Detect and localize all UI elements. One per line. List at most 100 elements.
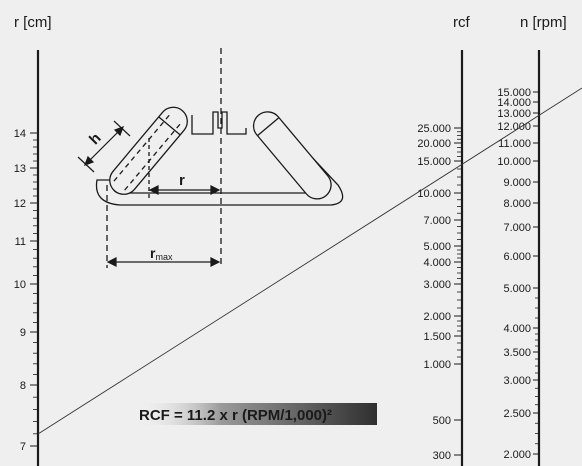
rcf-tick: 500 <box>433 415 462 427</box>
r-tick: 11 <box>15 236 38 248</box>
rcf-tick-label: 3.000 <box>423 279 451 291</box>
r-tick-label: 11 <box>15 236 26 248</box>
h-arrow-top <box>113 125 125 137</box>
rcf-axis-minor-ticks <box>457 131 462 358</box>
rmax-label-main: r <box>150 245 156 261</box>
h-dimension-line <box>85 127 123 165</box>
r-tick: 7 <box>20 441 38 453</box>
rcf-tick: 15.000 <box>417 156 462 168</box>
rcf-tick-label: 300 <box>433 450 451 462</box>
n-tick-label: 10.000 <box>497 156 531 168</box>
rcf-tick: 25.000 <box>417 123 462 135</box>
rcf-tick: 1.500 <box>423 331 462 343</box>
r-label: r <box>179 172 185 189</box>
rcf-tick-label: 25.000 <box>417 123 451 135</box>
n-tick: 8.000 <box>503 198 539 210</box>
n-tick: 9.000 <box>503 177 539 189</box>
right-tube <box>252 111 332 200</box>
rcf-tick: 1.000 <box>423 359 462 371</box>
rmax-arrow-right <box>210 257 221 267</box>
n-tick-label: 9.000 <box>503 177 531 189</box>
n-tick-label: 5.000 <box>503 283 531 295</box>
rcf-tick: 10.000 <box>417 188 462 200</box>
r-axis-minor-ticks <box>33 139 38 435</box>
rcf-tick-label: 5.000 <box>423 241 451 253</box>
n-tick-label: 3.500 <box>503 347 531 359</box>
n-tick: 2.500 <box>503 408 539 420</box>
rotor-hub <box>191 111 247 135</box>
formula-box <box>137 403 377 425</box>
r-axis-header: r [cm] <box>14 14 52 31</box>
n-tick: 13.000 <box>497 108 539 120</box>
n-axis-minor-ticks <box>535 297 539 445</box>
n-tick-label: 12.000 <box>497 121 531 133</box>
r-arrow-right <box>210 185 221 195</box>
left-tube <box>109 106 188 195</box>
rcf-tick-label: 4.000 <box>423 257 451 269</box>
dimension-arrows <box>77 120 221 267</box>
formula-text: RCF = 11.2 x r (RPM/1,000)² <box>139 407 332 424</box>
r-tick-label: 8 <box>20 380 26 392</box>
n-tick: 3.500 <box>503 347 539 359</box>
r-axis-ticks: 14 13 12 11 10 9 8 7 <box>14 128 38 453</box>
rcf-tick: 2.000 <box>423 311 462 323</box>
rcf-tick-label: 7.000 <box>423 215 451 227</box>
r-tick: 8 <box>20 380 38 392</box>
n-tick-label: 8.000 <box>503 198 531 210</box>
n-axis-ticks: 15.000 14.000 13.000 12.000 11.000 10.00… <box>497 87 539 461</box>
n-tick: 2.000 <box>503 449 539 461</box>
n-tick: 7.000 <box>503 222 539 234</box>
r-tick: 14 <box>14 128 38 140</box>
rcf-tick: 20.000 <box>417 138 462 150</box>
rcf-axis-ticks: 25.000 20.000 15.000 10.000 7.000 5.000 … <box>417 123 462 462</box>
r-tick-label: 14 <box>14 128 26 140</box>
n-tick: 4.000 <box>503 323 539 335</box>
r-tick: 13 <box>14 163 38 175</box>
rcf-tick-label: 20.000 <box>417 138 451 150</box>
n-tick-label: 2.500 <box>503 408 531 420</box>
rcf-tick-label: 2.000 <box>423 311 451 323</box>
rcf-tick: 300 <box>433 450 462 462</box>
h-arrow-bottom <box>83 155 95 167</box>
n-tick: 14.000 <box>497 97 539 109</box>
rmax-label: rmax <box>150 245 173 262</box>
n-tick-label: 7.000 <box>503 222 531 234</box>
rcf-tick-label: 10.000 <box>417 188 451 200</box>
rcf-tick-label: 1.500 <box>423 331 451 343</box>
n-tick: 11.000 <box>498 138 539 150</box>
reading-line <box>37 87 582 435</box>
rmax-label-sub: max <box>155 252 173 262</box>
rcf-tick-label: 1.000 <box>423 359 451 371</box>
h-label: h <box>86 130 105 149</box>
r-tick-label: 7 <box>20 441 26 453</box>
rotor-diagram <box>95 48 344 268</box>
n-tick-label: 14.000 <box>497 97 531 109</box>
n-axis-header: n [rpm] <box>520 14 567 31</box>
n-tick-label: 13.000 <box>497 108 531 120</box>
n-tick: 5.000 <box>503 283 539 295</box>
n-tick: 15.000 <box>497 87 539 99</box>
r-tick: 9 <box>20 327 38 339</box>
r-tick-label: 13 <box>14 163 26 175</box>
n-tick-label: 11.000 <box>498 138 531 150</box>
n-tick: 6.000 <box>503 251 539 263</box>
n-tick: 10.000 <box>497 156 539 168</box>
n-tick-label: 2.000 <box>503 449 531 461</box>
n-tick-label: 6.000 <box>503 251 531 263</box>
r-tick: 10 <box>14 279 38 291</box>
rcf-tick-label: 500 <box>433 415 451 427</box>
rmax-arrow-left <box>106 257 117 267</box>
r-tick-label: 10 <box>14 279 26 291</box>
rcf-tick-label: 15.000 <box>417 156 451 168</box>
r-tick-label: 9 <box>20 327 26 339</box>
rcf-tick: 4.000 <box>423 257 462 269</box>
r-tick-label: 12 <box>14 198 26 210</box>
n-tick-label: 3.000 <box>503 375 531 387</box>
n-tick: 12.000 <box>497 121 539 133</box>
rcf-tick: 7.000 <box>423 215 462 227</box>
rcf-tick: 3.000 <box>423 279 462 291</box>
rcf-axis-header: rcf <box>453 14 470 31</box>
r-arrow-left <box>148 185 159 195</box>
